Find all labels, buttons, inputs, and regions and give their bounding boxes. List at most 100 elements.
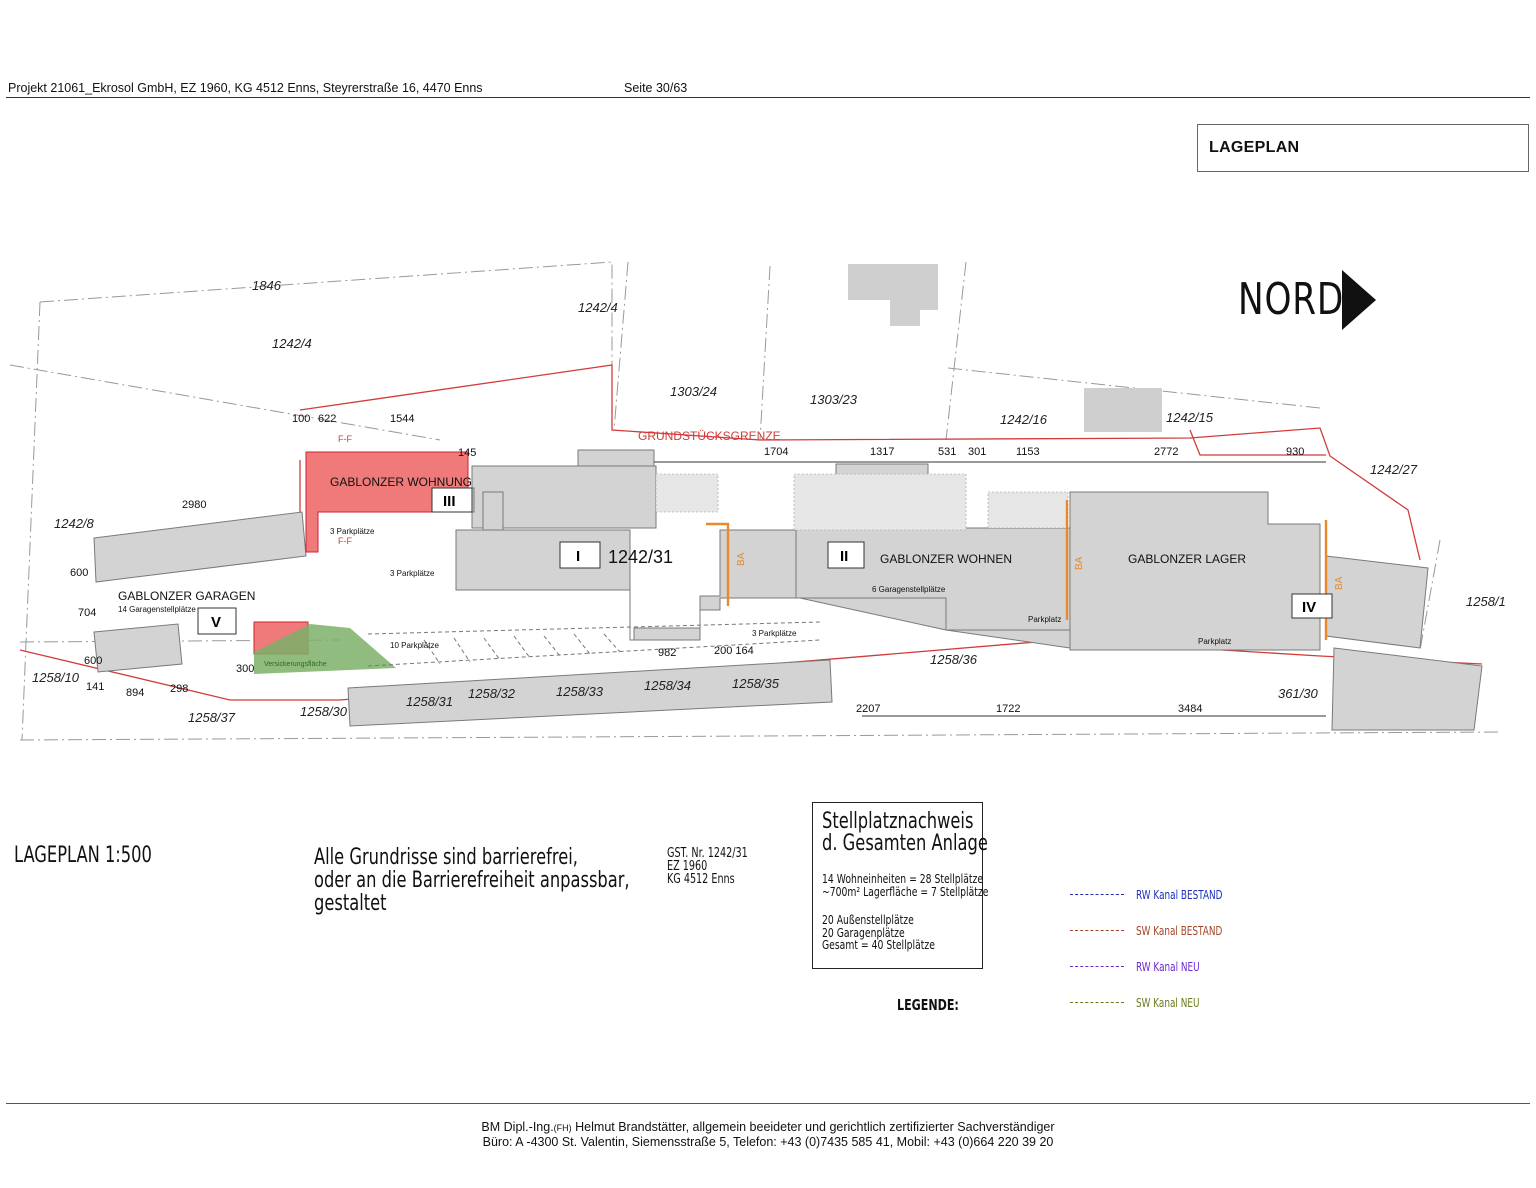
label-parkplatz-1: Parkplatz xyxy=(1028,615,1061,624)
accessibility-note-line-1: Alle Grundrisse sind barrierefrei, xyxy=(314,845,578,870)
dim-982: 982 xyxy=(658,647,676,659)
parking-title-line-2: d. Gesamten Anlage xyxy=(822,831,988,856)
parking-total-line-1: 20 Außenstellplätze xyxy=(822,912,914,927)
dim-300: 300 xyxy=(236,663,254,675)
legend-line xyxy=(1070,966,1124,967)
legend-line xyxy=(1070,1002,1124,1003)
label-ff-2: F-F xyxy=(338,536,352,546)
legend-item-sw-neu: SW Kanal NEU xyxy=(1070,996,1270,1010)
parcel-labels: 1846 1242/4 1242/4 1303/24 1303/23 1242/… xyxy=(32,278,1506,725)
label-garagen-sub: 14 Garagenstellplätze xyxy=(118,605,196,614)
dim-1153: 1153 xyxy=(1016,446,1040,458)
parcel-info-line-2: EZ 1960 xyxy=(667,859,708,874)
legend-label: SW Kanal BESTAND xyxy=(1136,924,1223,938)
dim-704: 704 xyxy=(78,607,96,619)
dim-622: 622 xyxy=(318,413,336,425)
parking-calc-line-2: ~700m² Lagerfläche = 7 Stellplätze xyxy=(822,883,989,899)
main-buildings xyxy=(93,449,1483,731)
dimension-labels: 100 622 1544 145 1704 1317 531 301 1153 … xyxy=(70,413,1304,715)
label-gablonzer-wohnen: GABLONZER WOHNEN xyxy=(880,552,1012,566)
parcel-1258-30: 1258/30 xyxy=(300,704,348,719)
parcel-1258-35: 1258/35 xyxy=(732,676,780,691)
section-title-box: LAGEPLAN xyxy=(1197,124,1529,172)
label-3-parkplaetze-c: 3 Parkplätze xyxy=(752,629,797,638)
dim-298: 298 xyxy=(170,683,188,695)
building-label-iv: IV xyxy=(1302,599,1316,616)
label-3-parkplaetze-b: 3 Parkplätze xyxy=(390,569,435,578)
dim-894: 894 xyxy=(126,687,144,699)
legend-line xyxy=(1070,894,1124,895)
dim-3484: 3484 xyxy=(1178,703,1202,715)
dim-531: 531 xyxy=(938,446,956,458)
accessibility-note-line-2: oder an die Barrierefreiheit anpassbar, xyxy=(314,868,630,893)
dim-2207: 2207 xyxy=(856,703,880,715)
scale-label: LAGEPLAN 1:500 xyxy=(14,843,152,868)
new-building-wohnung xyxy=(305,451,469,553)
legend-item-rw-neu: RW Kanal NEU xyxy=(1070,960,1270,974)
parcel-1258-34: 1258/34 xyxy=(644,678,691,693)
label-parkplatz-2: Parkplatz xyxy=(1198,637,1231,646)
parking-total-line-2: 20 Garagenplätze xyxy=(822,924,905,940)
label-ba-1: BA xyxy=(736,552,747,566)
accessibility-note-line-3: gestaltet xyxy=(314,891,387,916)
survey-line xyxy=(654,461,1326,717)
ba-lines xyxy=(706,500,1328,640)
parcel-1242-4-a: 1242/4 xyxy=(578,300,618,315)
parcel-1258-1: 1258/1 xyxy=(1466,594,1506,609)
legend-item-rw-bestand: RW Kanal BESTAND xyxy=(1070,888,1270,902)
dim-930: 930 xyxy=(1286,446,1304,458)
parcel-1846: 1846 xyxy=(252,278,282,293)
legend-label: SW Kanal NEU xyxy=(1136,996,1200,1010)
accessibility-note: Alle Grundrisse sind barrierefrei, oder … xyxy=(314,846,630,915)
parcel-361-30: 361/30 xyxy=(1278,686,1319,701)
label-grundstuecksgrenze: GRUNDSTÜCKSGRENZE xyxy=(638,429,781,443)
parcel-info-line-3: KG 4512 Enns xyxy=(667,872,735,887)
north-arrow-icon xyxy=(1342,270,1376,330)
legend-line xyxy=(1070,930,1124,931)
footer-fh: (FH) xyxy=(553,1123,572,1133)
roman-labels: I II III IV V xyxy=(197,487,1333,635)
legend-label: RW Kanal BESTAND xyxy=(1136,888,1223,902)
footer-line-2: Büro: A -4300 St. Valentin, Siemensstraß… xyxy=(482,1135,1054,1149)
label-ba-3: BA xyxy=(1334,576,1345,590)
parking-title-line-1: Stellplatznachweis xyxy=(822,809,974,834)
parcel-1242-4-b: 1242/4 xyxy=(272,336,312,351)
page-number: Seite 30/63 xyxy=(624,81,688,95)
dim-145: 145 xyxy=(458,447,476,459)
legend-item-sw-bestand: SW Kanal BESTAND xyxy=(1070,924,1270,938)
dim-1722: 1722 xyxy=(996,703,1020,715)
parcel-info-line-1: GST. Nr. 1242/31 xyxy=(667,846,748,861)
parking-calc: 14 Wohneinheiten = 28 Stellplätze ~700m²… xyxy=(822,872,989,899)
building-label-v: V xyxy=(211,614,221,631)
label-gablonzer-lager: GABLONZER LAGER xyxy=(1128,552,1246,566)
dim-600-a: 600 xyxy=(70,567,88,579)
label-garagenstellplaetze: 6 Garagenstellplätze xyxy=(872,585,946,594)
versickerungsflaeche xyxy=(254,624,396,674)
label-3-parkplaetze-a: 3 Parkplätze xyxy=(330,527,375,536)
dim-2772: 2772 xyxy=(1154,446,1178,458)
project-header: Projekt 21061_Ekrosol GmbH, EZ 1960, KG … xyxy=(8,81,483,95)
dim-600-b: 600 xyxy=(84,655,102,667)
dim-1544: 1544 xyxy=(390,413,414,425)
parcel-1258-31: 1258/31 xyxy=(406,694,453,709)
parcel-1258-10: 1258/10 xyxy=(32,670,80,685)
footer-rule xyxy=(6,1103,1530,1104)
label-ff-1: F-F xyxy=(338,434,352,444)
north-label: NORD xyxy=(1238,274,1345,325)
dim-1704: 1704 xyxy=(764,446,788,458)
parcel-1242-27: 1242/27 xyxy=(1370,462,1418,477)
building-label-i: I xyxy=(576,548,580,565)
building-label-ii: II xyxy=(840,548,848,565)
plan-labels: GRUNDSTÜCKSGRENZE GABLONZER WOHNUNG GABL… xyxy=(118,429,1345,668)
parcel-1303-24: 1303/24 xyxy=(670,384,717,399)
dim-200-164: 200 164 xyxy=(714,645,754,657)
parking-stripes xyxy=(367,621,821,667)
hatched-areas xyxy=(655,473,1069,531)
label-ba-2: BA xyxy=(1074,556,1085,570)
parking-title: Stellplatznachweis d. Gesamten Anlage xyxy=(822,809,988,856)
header-rule xyxy=(6,97,1530,98)
parcel-info: GST. Nr. 1242/31 EZ 1960 KG 4512 Enns xyxy=(667,847,748,886)
parking-totals: 20 Außenstellplätze 20 Garagenplätze Ges… xyxy=(822,912,940,952)
parcel-1242-8: 1242/8 xyxy=(54,516,95,531)
building-label-iii: III xyxy=(443,493,456,510)
